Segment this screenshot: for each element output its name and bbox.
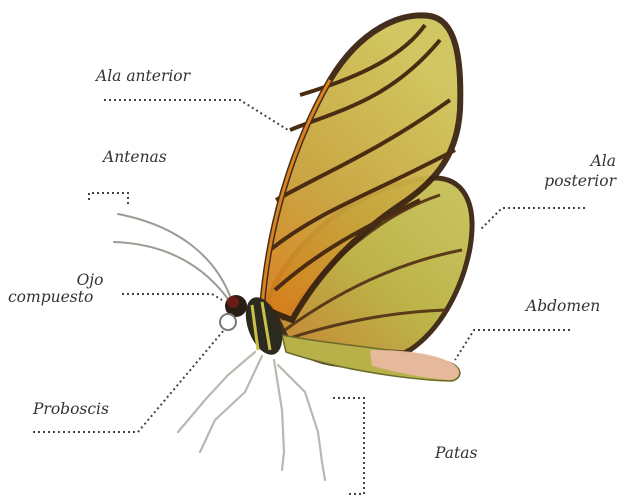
antennae <box>114 214 230 299</box>
abdomen-tip <box>370 350 459 380</box>
leader-patas <box>333 398 364 494</box>
label-ojo-compuesto-line2: compuesto <box>8 288 93 306</box>
label-abdomen: Abdomen <box>526 297 600 315</box>
leader-ala-posterior <box>480 208 585 230</box>
leader-abdomen <box>455 330 570 360</box>
proboscis-coil <box>220 314 236 330</box>
legs <box>178 352 325 480</box>
label-ala-anterior: Ala anterior <box>96 67 190 85</box>
label-patas: Patas <box>435 444 477 462</box>
label-ala-posterior-line2: posterior <box>520 172 616 190</box>
label-ala-posterior-line1: Ala <box>560 152 616 170</box>
label-ojo-compuesto-line1: Ojo <box>50 271 130 289</box>
leader-antenas <box>89 193 128 205</box>
compound-eye <box>227 296 239 308</box>
leader-ala-anterior <box>104 100 288 130</box>
leg-middle <box>200 356 262 452</box>
leg-hind-2 <box>278 365 325 480</box>
label-antenas: Antenas <box>103 148 167 166</box>
leader-ojo <box>122 294 222 300</box>
antenna-lower <box>114 242 228 299</box>
label-proboscis: Proboscis <box>33 400 109 418</box>
leg-hind-1 <box>274 360 284 470</box>
